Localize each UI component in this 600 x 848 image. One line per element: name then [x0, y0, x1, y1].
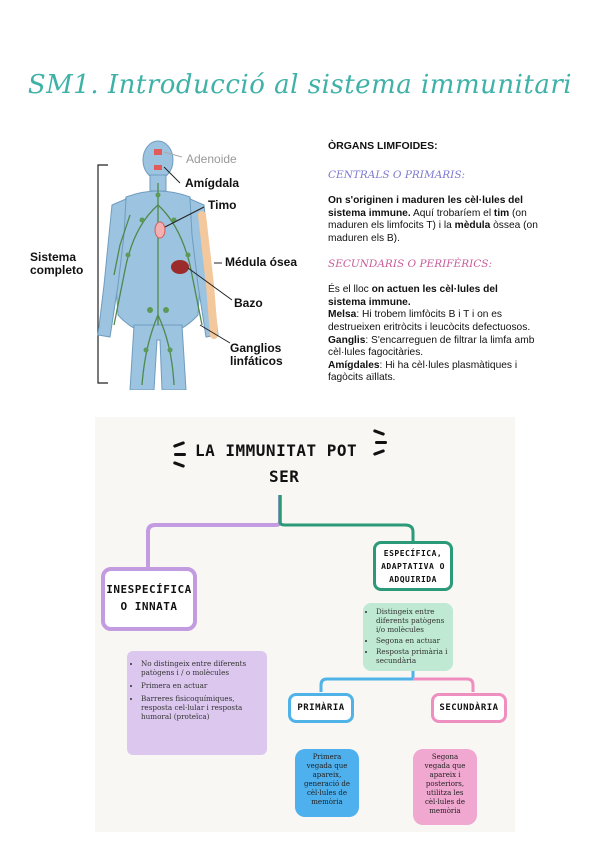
label-timo: Timo: [208, 198, 237, 212]
label-ganglios: Ganglios linfáticos: [230, 341, 283, 368]
list-item: Primera en actuar: [141, 681, 263, 690]
list-item: Resposta primària i secundària: [376, 647, 450, 665]
label-amigdala: Amígdala: [185, 176, 240, 190]
primaria-card: Primera vegada que apareix, generació de…: [295, 749, 359, 817]
connector-lines: [146, 495, 475, 692]
mindmap-title-line1: LA IMMUNITAT POT: [195, 441, 358, 460]
label-sistema-completo: Sistema completo: [30, 250, 84, 277]
centrals-paragraph: On s'originen i maduren les cèl·lules de…: [328, 195, 538, 244]
section-heading: ÒRGANS LIMFOIDES:: [328, 140, 438, 152]
inespecifica-details: No distingeix entre diferents patògens i…: [127, 651, 267, 755]
label-adenoide: Adenoide: [186, 152, 237, 166]
sparkle-mark: [375, 441, 387, 444]
melsa-paragraph: Melsa: Hi trobem limfòcits B i T i on es…: [328, 309, 531, 333]
list-item: Segona en actuar: [376, 636, 450, 645]
sparkle-mark: [174, 453, 186, 456]
lymphoid-organs-section: ÒRGANS LIMFOIDES: CENTRALS O PRIMARIS: O…: [328, 140, 538, 385]
ganglis-paragraph: Ganglis: S'encarreguen de filtrar la lim…: [328, 334, 535, 359]
label-medula-osea: Médula ósea: [225, 255, 298, 269]
list-item: Barreres fisicoquímiques, resposta cel·l…: [141, 694, 263, 721]
node-especifica: ESPECÍFICA, ADAPTATIVA O ADQUIRIDA: [373, 541, 453, 591]
list-item: No distingeix entre diferents patògens i…: [141, 659, 263, 677]
node-inespecifica: INESPECÍFICA O INNATA: [101, 567, 197, 631]
node-secundaria: SECUNDÀRIA: [431, 693, 507, 723]
list-item: Distingeix entre diferents patògens i/o …: [376, 607, 450, 634]
body-figure: [97, 140, 233, 391]
mindmap-title-line2: SER: [269, 467, 300, 486]
page-title: SM1. Introducció al sistema immunitari: [27, 70, 573, 100]
lymphatic-system-illustration: Adenoide Amígdala Timo Sistema completo …: [30, 135, 320, 391]
centrals-subheading: CENTRALS O PRIMARIS:: [328, 168, 466, 181]
label-bazo: Bazo: [234, 296, 263, 310]
immunity-mind-map: LA IMMUNITAT POT SER INESPECÍFICA O INNA…: [95, 417, 515, 832]
amigdales-paragraph: Amígdales: Hi ha cèl·lules plasmàtiques …: [328, 359, 518, 384]
secundaris-subheading: SECUNDARIS O PERIFÈRICS:: [328, 257, 493, 270]
especifica-details: Distingeix entre diferents patògens i/o …: [363, 603, 453, 671]
node-primaria: PRIMÀRIA: [288, 693, 354, 723]
secundaris-intro: És el lloc on actuen les cèl·lules del s…: [328, 284, 498, 308]
secundaria-card: Segona vegada que apareix i posteriors, …: [413, 749, 477, 825]
